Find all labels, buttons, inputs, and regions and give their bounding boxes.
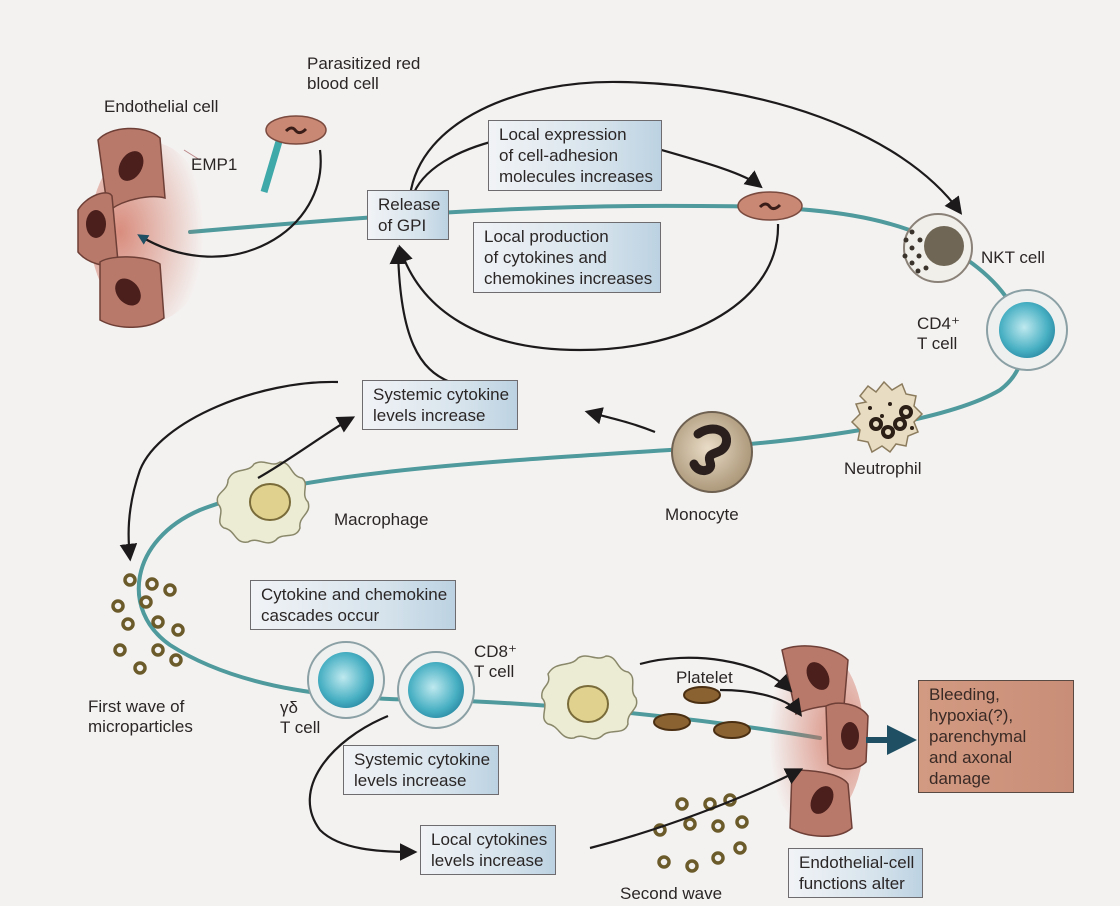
cd4-t-cell-icon bbox=[987, 290, 1067, 370]
box-local-cytokine-production: Local production of cytokines and chemok… bbox=[473, 222, 661, 293]
label-emp1: EMP1 bbox=[191, 155, 237, 175]
right-endothelium-icon bbox=[764, 646, 868, 836]
label-macrophage: Macrophage bbox=[334, 510, 429, 530]
box-local-cytokine-levels: Local cytokines levels increase bbox=[420, 825, 556, 875]
monocyte-icon bbox=[672, 412, 752, 492]
label-platelet: Platelet bbox=[676, 668, 733, 688]
label-gd-t-cell: γδ T cell bbox=[280, 698, 320, 738]
cd8-t-cell-icon bbox=[398, 652, 474, 728]
box-adhesion-molecules: Local expression of cell-adhesion molecu… bbox=[488, 120, 662, 191]
box-systemic-cytokines-2: Systemic cytokine levels increase bbox=[343, 745, 499, 795]
label-cd4-t-cell: CD4⁺ T cell bbox=[917, 314, 960, 354]
label-monocyte: Monocyte bbox=[665, 505, 739, 525]
label-parasitized-rbc: Parasitized red blood cell bbox=[307, 54, 420, 94]
box-endothelial-functions: Endothelial-cell functions alter bbox=[788, 848, 923, 898]
box-cytokine-cascades: Cytokine and chemokine cascades occur bbox=[250, 580, 456, 630]
label-first-wave: First wave of microparticles bbox=[88, 697, 193, 737]
label-endothelial-cell: Endothelial cell bbox=[104, 97, 218, 117]
label-nkt-cell: NKT cell bbox=[981, 248, 1045, 268]
box-release-gpi: Release of GPI bbox=[367, 190, 449, 240]
box-systemic-cytokines-1: Systemic cytokine levels increase bbox=[362, 380, 518, 430]
nkt-cell-icon bbox=[903, 214, 973, 282]
parasitized-rbc-icon bbox=[264, 116, 326, 192]
lower-macrophage-icon bbox=[542, 656, 637, 739]
box-outcome: Bleeding, hypoxia(?), parenchymal and ax… bbox=[918, 680, 1074, 793]
rbc-on-vessel-icon bbox=[738, 192, 802, 220]
label-second-wave: Second wave bbox=[620, 884, 722, 904]
neutrophil-icon bbox=[852, 382, 922, 452]
label-neutrophil: Neutrophil bbox=[844, 459, 922, 479]
label-cd8-t-cell: CD8⁺ T cell bbox=[474, 642, 517, 682]
platelet-icon bbox=[654, 687, 750, 738]
second-wave-microparticles-icon bbox=[655, 795, 747, 871]
